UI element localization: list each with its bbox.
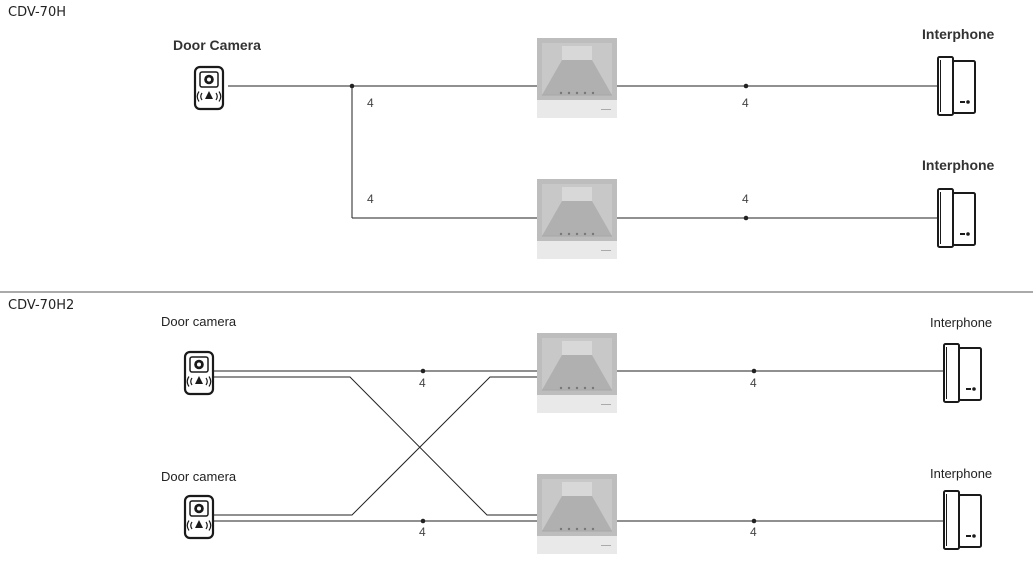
section-title: CDV-70H (8, 5, 66, 20)
wire-count: 4 (750, 376, 757, 390)
interphone-label: Interphone (930, 315, 993, 330)
monitor-icon (536, 37, 618, 119)
monitor-icon (536, 178, 618, 260)
door-camera-label: Door camera (161, 314, 237, 329)
wire-count: 4 (367, 192, 374, 206)
interphone-icon (937, 188, 976, 248)
interphone-icon (943, 490, 982, 550)
section-title: CDV-70H2 (8, 298, 75, 313)
door-camera-icon (183, 494, 215, 540)
interphone-icon (937, 56, 976, 116)
wire-count: 4 (419, 525, 426, 539)
interphone-label: Interphone (922, 157, 995, 173)
wire-count: 4 (750, 525, 757, 539)
door-camera-label: Door camera (161, 469, 237, 484)
wire-count: 4 (742, 96, 749, 110)
wire-count: 4 (419, 376, 426, 390)
interphone-label: Interphone (930, 466, 993, 481)
interphone-label: Interphone (922, 26, 995, 42)
monitor-icon (536, 332, 618, 414)
door-camera-label: Door Camera (173, 37, 261, 53)
wire-count: 4 (742, 192, 749, 206)
door-camera-icon (193, 65, 225, 111)
wire-count: 4 (367, 96, 374, 110)
monitor-icon (536, 473, 618, 555)
door-camera-icon (183, 350, 215, 396)
interphone-icon (943, 343, 982, 403)
